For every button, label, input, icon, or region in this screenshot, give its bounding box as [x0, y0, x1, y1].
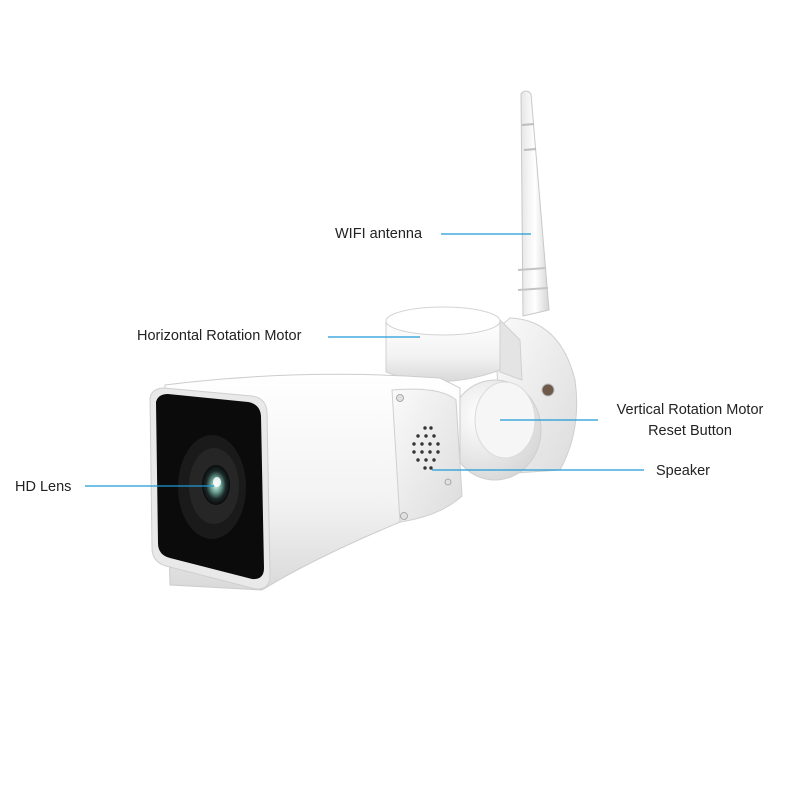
speaker-hole: [428, 442, 432, 446]
label-vertical-rotation-motor: Vertical Rotation Motor: [616, 402, 764, 418]
speaker-hole: [424, 458, 428, 462]
speaker-hole: [420, 450, 424, 454]
speaker-hole: [423, 426, 427, 430]
callout-lines: [85, 233, 644, 487]
speaker-hole: [432, 458, 436, 462]
speaker-hole: [420, 442, 424, 446]
speaker-hole: [429, 466, 433, 470]
speaker-hole: [432, 434, 436, 438]
speaker-hole: [436, 442, 440, 446]
speaker-hole: [423, 466, 427, 470]
horizontal-rotation-motor: [385, 306, 523, 383]
label-reset-button: Reset Button: [648, 423, 732, 439]
speaker-hole: [436, 450, 440, 454]
hd-lens: [178, 435, 246, 539]
vertical-rotation-motor: [448, 379, 542, 481]
speaker-hole: [428, 450, 432, 454]
label-speaker: Speaker: [656, 463, 711, 479]
speaker-hole: [412, 450, 416, 454]
wifi-antenna: [517, 90, 550, 317]
speaker-hole: [424, 434, 428, 438]
label-hd-lens: HD Lens: [15, 479, 72, 495]
speaker-hole: [429, 426, 433, 430]
label-horizontal-rotation-motor: Horizontal Rotation Motor: [137, 328, 302, 344]
speaker-hole: [412, 442, 416, 446]
speaker-hole: [416, 458, 420, 462]
speaker-hole: [416, 434, 420, 438]
speaker-panel: [391, 388, 463, 523]
label-wifi-antenna: WIFI antenna: [335, 226, 423, 242]
speaker-grille: [412, 426, 440, 470]
